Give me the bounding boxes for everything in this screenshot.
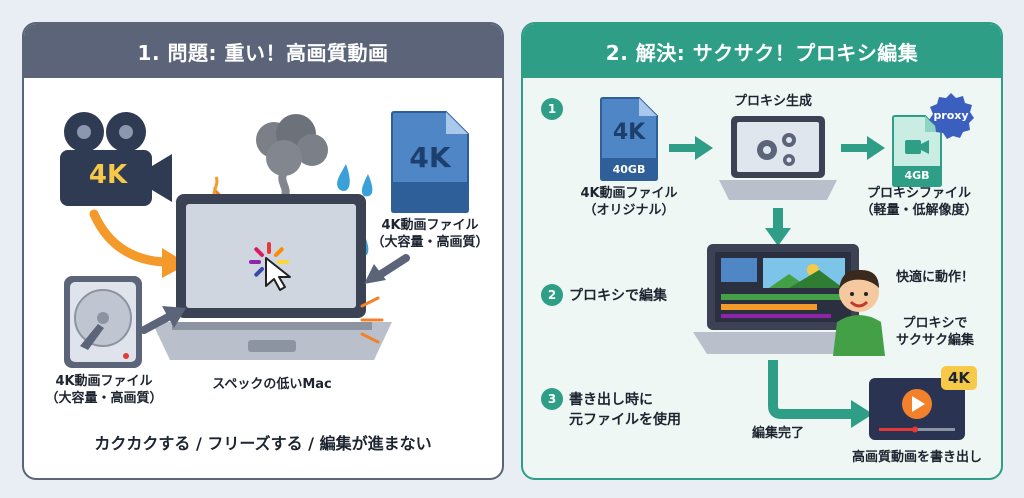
- arrow-file-to-laptop: [364, 254, 410, 284]
- laptop-label: スペックの低いMac: [212, 377, 332, 392]
- smoke-cloud-icon: [256, 114, 328, 202]
- problem-footer: カクカクする / フリーズする / 編集が進まない: [94, 434, 432, 453]
- solution-title: 2. 解決: サクサク！プロキシ編集: [523, 24, 1001, 78]
- output-4k-badge: 4K: [941, 366, 977, 390]
- proxy-seal-icon: [929, 93, 974, 139]
- original-file-label-line2: （オリジナル）: [583, 203, 675, 218]
- file-label-line2: （大容量・高画質）: [371, 235, 489, 250]
- done-label: 編集完了: [751, 426, 804, 441]
- step-2-label: プロキシで編集: [569, 288, 667, 304]
- output-label: 高画質動画を書き出し: [851, 450, 982, 465]
- proxy-edit-line1: プロキシで: [902, 316, 968, 331]
- proxy-tag: proxy: [933, 109, 969, 122]
- file-4k-badge: 4K: [409, 141, 451, 174]
- comfort-label: 快適に動作！: [895, 270, 974, 285]
- generate-label: プロキシ生成: [733, 94, 812, 109]
- step-3-line1: 書き出し時に: [569, 392, 653, 408]
- editing-laptop-icon: [693, 244, 873, 354]
- step-3-line2: 元ファイルを使用: [569, 412, 681, 428]
- arrow-drive-to-laptop: [140, 306, 186, 334]
- happy-editor-person-icon: [833, 269, 885, 356]
- arrow-camera-to-laptop: [89, 209, 188, 278]
- original-file-icon: [600, 97, 658, 181]
- slow-laptop-icon: [152, 194, 392, 360]
- alert-sparks-icon: [360, 296, 384, 344]
- proxy-file-label-line1: プロキシファイル: [866, 186, 971, 201]
- file-label-line1: 4K動画ファイル: [381, 218, 479, 233]
- arrow-original-to-generate: [669, 136, 713, 160]
- camera-4k-badge: 4K: [88, 160, 128, 190]
- arrow-editor-to-output: [768, 360, 873, 428]
- proxy-generator-laptop-icon: [719, 116, 837, 200]
- step-2-number: 2: [541, 284, 563, 306]
- original-4k-badge: 4K: [612, 120, 646, 145]
- problem-panel: 1. 問題: 重い！高画質動画 4K: [22, 22, 504, 480]
- video-file-icon: [391, 111, 469, 213]
- arrow-generate-to-editor: [765, 208, 791, 246]
- proxy-edit-line2: サクサク編集: [895, 333, 974, 348]
- original-file-size: 40GB: [612, 163, 646, 176]
- hard-drive-icon: [64, 276, 142, 368]
- output-video-player-icon: [869, 378, 965, 440]
- arrow-generate-to-proxy: [841, 136, 885, 160]
- original-file-label-line1: 4K動画ファイル: [580, 186, 678, 201]
- drive-label-line2: （大容量・高画質）: [45, 391, 163, 406]
- proxy-file-label-line2: （軽量・低解像度）: [860, 203, 978, 218]
- proxy-file-icon: [892, 115, 942, 187]
- drive-label-line1: 4K動画ファイル: [55, 374, 153, 389]
- problem-title: 1. 問題: 重い！高画質動画: [24, 24, 502, 78]
- video-camera-icon: [60, 112, 172, 206]
- mouse-pointer-icon: [265, 257, 291, 291]
- step-1-number: 1: [541, 98, 563, 120]
- step-3-number: 3: [541, 388, 563, 410]
- solution-panel: 2. 解決: サクサク！プロキシ編集 1 4K 40GB 4K動画ファイル （オ…: [521, 22, 1003, 480]
- proxy-file-size: 4GB: [904, 169, 930, 182]
